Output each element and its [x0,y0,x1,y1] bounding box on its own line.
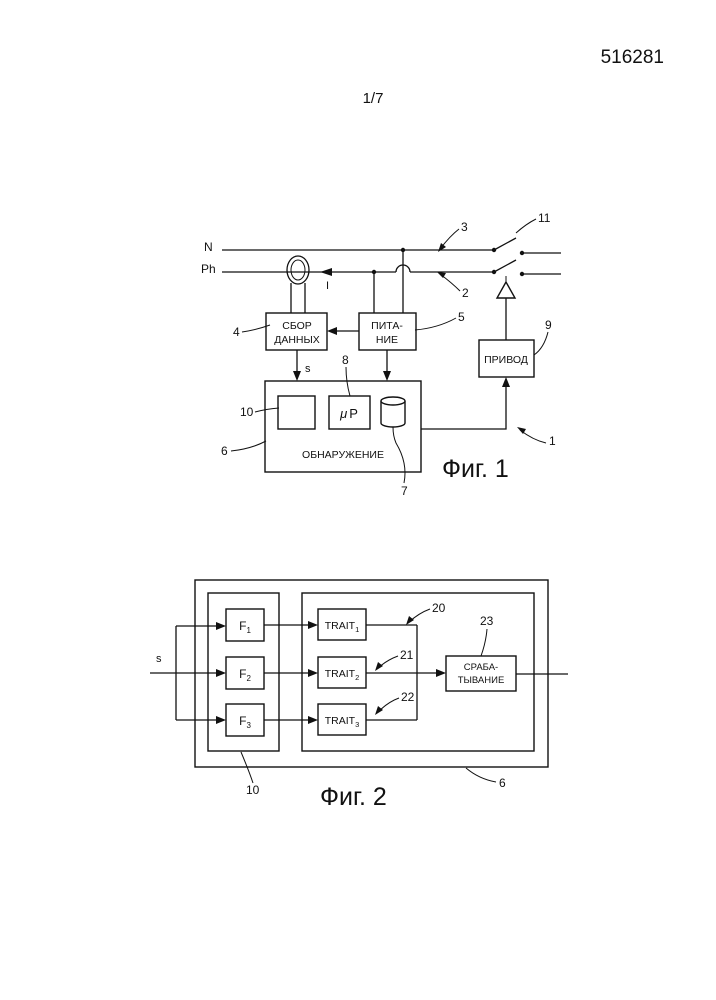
memory-cylinder [381,397,405,427]
power-label-1: ПИТА- [371,320,403,332]
fig1-caption: Фиг. 1 [442,455,509,483]
wire-label-n: N [204,240,213,254]
power-label-2: НИЕ [376,334,398,346]
ref-23: 23 [480,614,494,628]
ref-8: 8 [342,353,349,367]
ref-9: 9 [545,318,552,332]
ref-10-fig2: 10 [246,783,260,797]
trigger-label-2: ТЫВАНИЕ [458,675,505,686]
current-label: I [326,280,329,292]
detection-label: ОБНАРУЖЕНИЕ [302,449,384,461]
ref-11: 11 [538,211,551,225]
ref-10: 10 [240,405,254,419]
processor-label-1: TRAIT1 [325,620,360,634]
acquisition-label-1: СБОР [282,320,312,332]
processor-label-2: TRAIT2 [325,668,360,682]
filter-bank-box [278,396,315,429]
acquisition-label-2: ДАННЫХ [274,334,320,346]
ref-6: 6 [221,444,228,458]
ref-3: 3 [461,220,468,234]
trigger-label-1: СРАБА- [464,662,498,673]
actuator-label: ПРИВОД [484,354,528,366]
ref-20: 20 [432,601,446,615]
ref-5: 5 [458,310,465,324]
microprocessor-label: μP [339,406,358,421]
ref-2: 2 [462,286,469,300]
ref-4: 4 [233,325,240,339]
ref-22: 22 [401,690,415,704]
ref-21: 21 [400,648,414,662]
ref-6-fig2: 6 [499,776,506,790]
ref-1: 1 [549,434,556,448]
signal-label: s [305,363,311,375]
sheet-number: 1/7 [363,90,384,107]
patent-number: 516281 [601,47,664,68]
fig2-caption: Фиг. 2 [320,783,387,811]
wire-label-ph: Ph [201,262,216,276]
ref-7: 7 [401,484,408,498]
fig2-input-label: s [156,653,162,665]
processor-label-3: TRAIT3 [325,715,360,729]
